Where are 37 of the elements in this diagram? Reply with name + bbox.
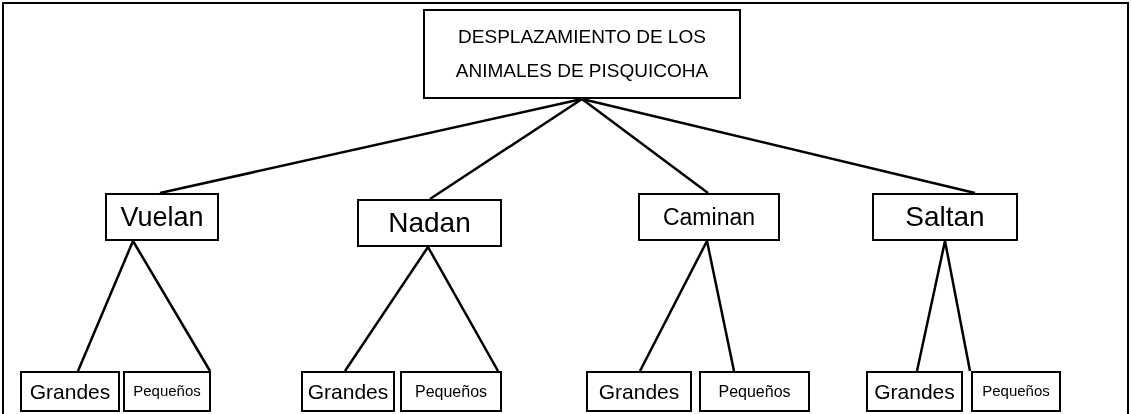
text-box [872, 193, 1018, 241]
connector-line [943, 240, 972, 372]
text-box [301, 371, 395, 412]
box-label: Pequeños [982, 381, 1050, 402]
box-label: Pequeños [133, 381, 201, 402]
box-label: Grandes [598, 378, 680, 405]
box-label: Pequeños [718, 381, 791, 402]
box-label: Vuelan [120, 200, 204, 234]
text-box [586, 371, 692, 412]
box-label: Pequeños [414, 381, 488, 402]
box-label: DESPLAZAMIENTO DE LOS ANIMALES DE PISQUICOHA [454, 25, 710, 83]
text-box [638, 193, 780, 241]
text-box [971, 371, 1061, 412]
text-box [400, 371, 502, 412]
box-label: Grandes [874, 378, 955, 405]
text-box [699, 371, 810, 412]
box-label: Grandes [29, 378, 111, 405]
text-box [357, 199, 502, 247]
connector-line [581, 97, 976, 195]
text-box [123, 371, 211, 412]
connector-line [426, 246, 500, 372]
connector-line [915, 240, 947, 372]
connector-line [638, 240, 709, 372]
connector-line [705, 240, 736, 372]
text-box [20, 371, 120, 412]
connector-line [131, 240, 212, 372]
box-label: Saltan [905, 200, 985, 234]
text-box [866, 371, 963, 412]
box-label: Nadan [388, 206, 471, 240]
connector-line [76, 240, 135, 372]
connector-line [429, 97, 583, 201]
connector-line [343, 246, 430, 372]
box-label: Caminan [662, 202, 755, 232]
text-box [423, 9, 741, 99]
box-label: Grandes [307, 378, 389, 405]
text-box [105, 193, 219, 241]
connector-line [581, 98, 709, 194]
